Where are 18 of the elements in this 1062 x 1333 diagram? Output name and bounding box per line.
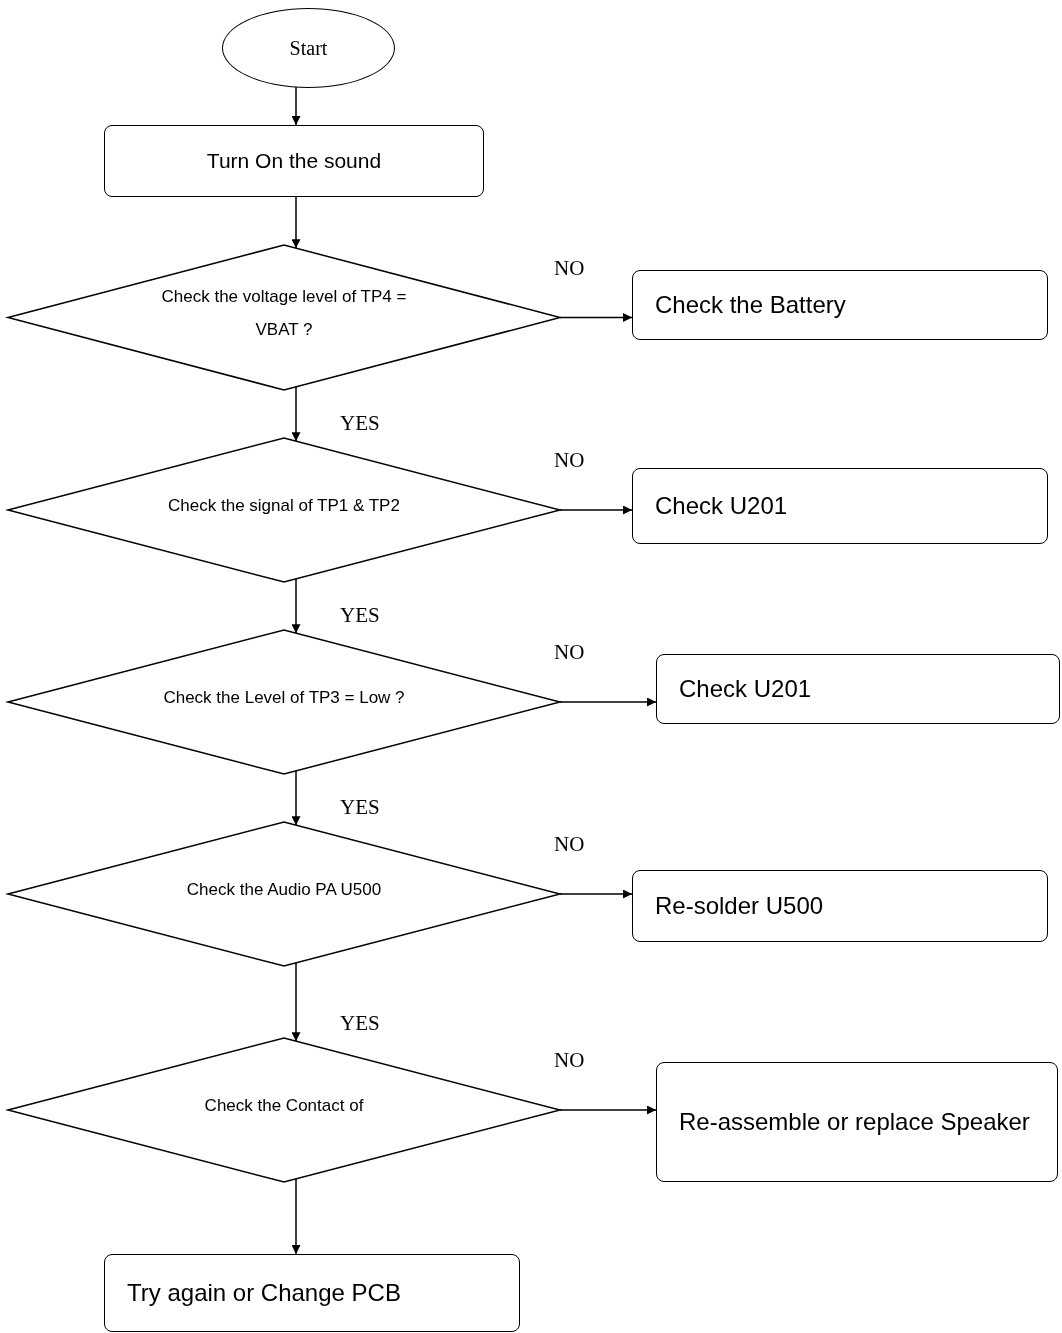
arrow	[291, 770, 301, 826]
arrow	[291, 86, 301, 126]
process-box: Re-solder U500	[632, 870, 1048, 942]
process-box: Turn On the sound	[104, 125, 484, 197]
process-box: Check U201	[656, 654, 1060, 724]
arrow	[291, 386, 301, 442]
arrow	[559, 1105, 657, 1115]
arrow	[559, 889, 633, 899]
arrow	[291, 578, 301, 634]
process-box: Try again or Change PCB	[104, 1254, 520, 1332]
arrow	[291, 962, 301, 1042]
process-box: Check U201	[632, 468, 1048, 544]
arrow	[559, 505, 633, 515]
process-box: Re-assemble or replace Speaker	[656, 1062, 1058, 1182]
process-box: Check the Battery	[632, 270, 1048, 340]
arrow	[559, 697, 657, 707]
arrow	[291, 196, 301, 249]
arrow	[291, 1178, 301, 1255]
